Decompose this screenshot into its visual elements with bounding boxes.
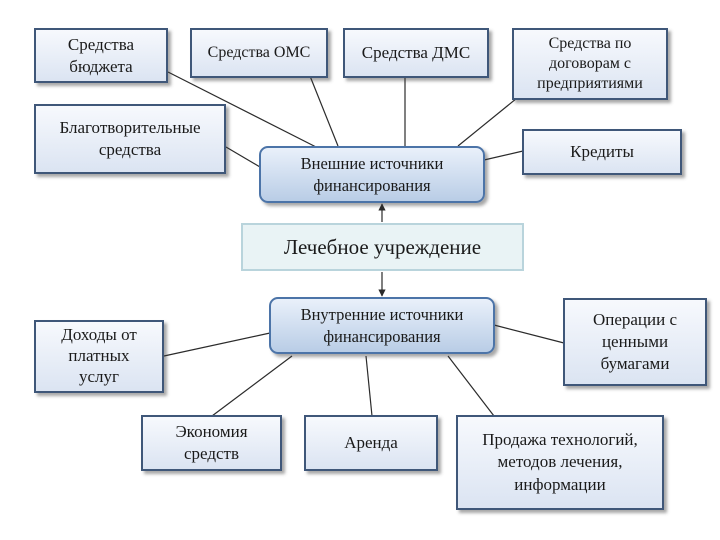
link-securities	[493, 324, 565, 344]
link-oms	[309, 75, 339, 147]
charity-box: Благотворительные средства	[34, 104, 226, 174]
link-contracts	[457, 93, 523, 147]
charity-label: Благотворительные средства	[59, 118, 201, 159]
link-savings	[211, 355, 293, 417]
link-credits	[483, 150, 524, 161]
paid-services-box: Доходы от платных услуг	[34, 320, 164, 393]
oms-label: Средства ОМС	[207, 43, 311, 61]
link-tech	[447, 355, 495, 417]
savings-label: Экономия средств	[175, 422, 248, 463]
link-budget	[167, 71, 321, 150]
tech-sales-box: Продажа технологий, методов лечения, инф…	[456, 415, 664, 510]
link-paid	[163, 332, 271, 357]
dms-box: Средства ДМС	[343, 28, 489, 78]
external-hub-label: Внешние источники финансирования	[300, 154, 444, 195]
center-label: Лечебное учреждение	[283, 234, 482, 259]
center-box: Лечебное учреждение	[241, 223, 524, 271]
rent-label: Аренда	[344, 433, 398, 453]
securities-box: Операции с ценными бумагами	[563, 298, 707, 386]
link-charity	[225, 146, 261, 168]
tech-sales-label: Продажа технологий, методов лечения, инф…	[482, 429, 638, 494]
budget-label: Средства бюджета	[67, 34, 135, 76]
rent-box: Аренда	[304, 415, 438, 471]
budget-box: Средства бюджета	[34, 28, 168, 83]
dms-label: Средства ДМС	[361, 43, 471, 63]
link-rent	[365, 355, 373, 417]
oms-box: Средства ОМС	[190, 28, 328, 78]
savings-box: Экономия средств	[141, 415, 282, 471]
internal-hub: Внутренние источники финансирования	[269, 297, 495, 354]
external-hub: Внешние источники финансирования	[259, 146, 485, 203]
securities-label: Операции с ценными бумагами	[592, 309, 678, 374]
contracts-label: Средства по договорам с предприятиями	[537, 35, 643, 92]
credits-label: Кредиты	[570, 142, 634, 162]
internal-hub-label: Внутренние источники финансирования	[300, 305, 464, 346]
paid-services-label: Доходы от платных услуг	[61, 325, 137, 386]
contracts-box: Средства по договорам с предприятиями	[512, 28, 668, 100]
credits-box: Кредиты	[522, 129, 682, 175]
